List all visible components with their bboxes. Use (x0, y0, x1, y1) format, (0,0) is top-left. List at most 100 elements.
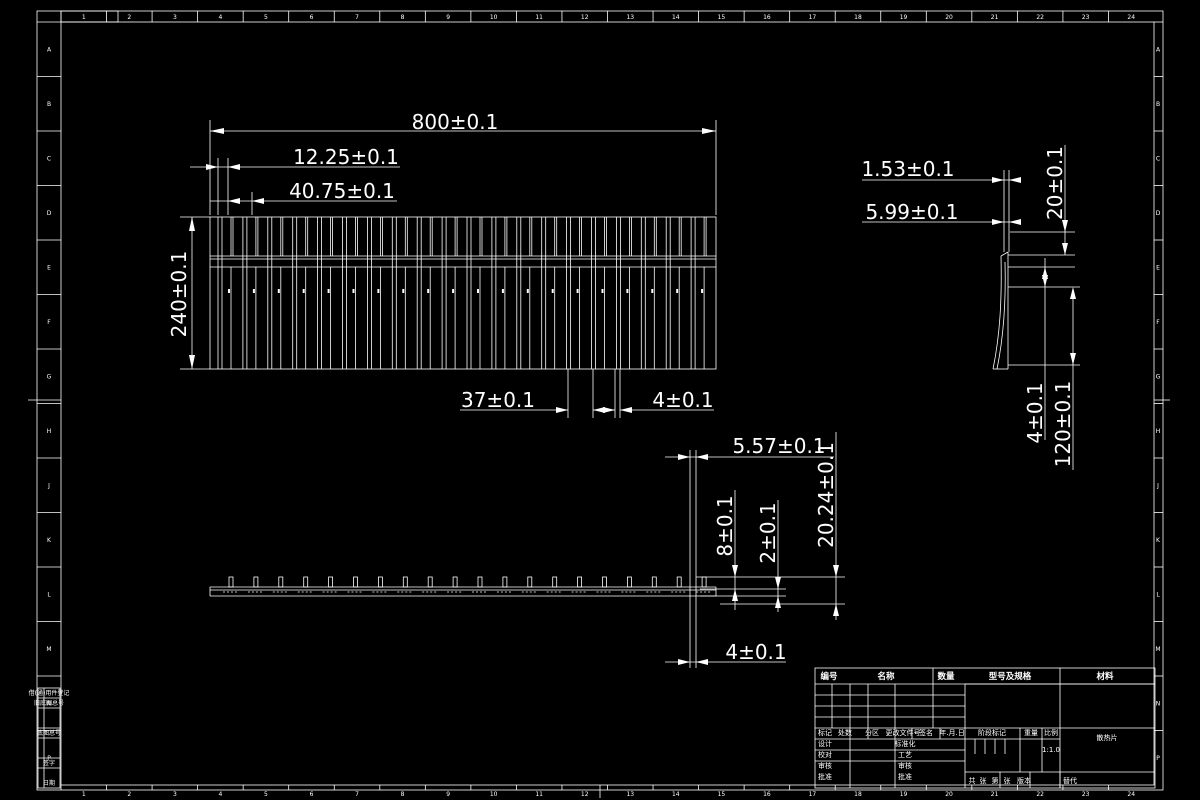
front-view: 800±0.1 12.25±0.1 40.75±0.1 240±0.1 37±0… (167, 110, 717, 418)
left-label-base-no: 底图总号 (37, 729, 61, 737)
border-bottom-label: 8 (401, 791, 405, 798)
tb-header-material: 材料 (1095, 671, 1114, 682)
tb-sheets: 张 (980, 776, 987, 785)
border-top-label: 12 (581, 14, 589, 21)
left-label-sign: 签字 (43, 759, 55, 767)
tb-header-qty: 数量 (937, 671, 955, 682)
bottom-tooth (651, 576, 657, 588)
tb-replace: 替代 (1063, 776, 1077, 785)
bottom-tooth (353, 576, 358, 588)
border-right-label: G (1156, 373, 1161, 380)
border-bottom-label: 20 (945, 791, 953, 798)
border-right-label: M (1155, 646, 1160, 653)
drawing-border (28, 10, 1170, 798)
front-fin-pin (601, 289, 604, 293)
border-bottom-label: 24 (1127, 791, 1135, 798)
bottom-tooth (477, 576, 483, 588)
dim-slot-width: 4±0.1 (652, 388, 713, 412)
left-block: 借(通)用件登记 旧底图总号 底图总号 签字 日期 (29, 687, 70, 789)
front-outline (209, 216, 717, 370)
tb-approve-2: 批准 (898, 772, 912, 781)
border-left-label: G (47, 373, 52, 380)
dim-width: 800±0.1 (412, 110, 499, 134)
border-bottom-label: 23 (1082, 791, 1090, 798)
front-view-arrows (189, 128, 716, 413)
border-top-label: 20 (945, 14, 953, 21)
bottom-dim-3: 8±0.1 (713, 495, 737, 556)
border-left-label: E (47, 264, 51, 271)
bottom-dim-2: 20.24±0.1 (814, 442, 838, 548)
border-top-label: 19 (900, 14, 908, 21)
border-left-label: M (46, 646, 51, 653)
tb-stage-label: 阶段标记 (978, 728, 1006, 737)
border-left-label: B (47, 101, 51, 108)
tb-scale-value: 1:1.0 (1042, 746, 1060, 754)
border-bottom-label: 7 (355, 791, 359, 798)
border-right-label: B (1156, 101, 1160, 108)
bottom-tooth (377, 576, 383, 588)
border-bottom-label: 9 (446, 791, 450, 798)
border-bottom-label: 16 (763, 791, 771, 798)
corner-box (60, 10, 119, 23)
border-left-label: H (47, 428, 52, 435)
bottom-tooth (328, 576, 334, 588)
front-fin-pin (676, 289, 679, 293)
bottom-tooth (602, 576, 607, 588)
front-fin-pin (651, 289, 654, 293)
bottom-tooth (627, 576, 632, 588)
front-fin-pin (501, 289, 504, 293)
bottom-view: 5.57±0.1 20.24±0.1 8±0.1 2±0.1 4±0.1 (209, 432, 845, 668)
border-bottom-label: 18 (854, 791, 862, 798)
border-top-label: 18 (854, 14, 862, 21)
border-top-label: 22 (1036, 14, 1044, 21)
dim-first-pitch: 12.25±0.1 (293, 145, 399, 169)
title-block: 编号 名称 数量 型号及规格 材料 标记 处数 分区 更改文件号 签名 年.月.… (814, 667, 1156, 789)
border-bottom-label: 12 (581, 791, 589, 798)
tb-row-change: 更改文件号 (886, 728, 921, 737)
tb-total: 共 (969, 776, 976, 785)
border-bottom-label: 2 (127, 791, 131, 798)
tb-scale-label: 比例 (1044, 728, 1058, 737)
tb-drawing-name: 散热片 (1097, 733, 1118, 742)
tb-standard: 标准化 (895, 739, 916, 748)
border-right-label: L (1156, 591, 1160, 598)
left-label-borrow: 借(通)用件登记 (29, 689, 70, 697)
border-left-label: N (47, 700, 52, 707)
tb-row-count: 处数 (838, 728, 852, 737)
front-fin-pin (228, 289, 230, 293)
side-dim-2: 5.99±0.1 (865, 200, 958, 224)
border-right-label: D (1156, 210, 1161, 217)
tb-version: 版本 (1017, 776, 1031, 785)
inner-frame (60, 21, 1155, 786)
border-top-label: 2 (127, 14, 131, 21)
front-fin-pin (277, 289, 280, 293)
border-top-label: 9 (446, 14, 450, 21)
side-dim-3: 20±0.1 (1043, 146, 1067, 220)
bottom-tooth (527, 576, 533, 588)
bottom-tooth (502, 576, 508, 588)
bottom-view-dimensions (665, 432, 845, 668)
front-view-geometry (209, 216, 717, 370)
side-dim-1: 1.53±0.1 (861, 157, 954, 181)
bottom-tooth (701, 576, 707, 588)
front-fin-pin (551, 289, 554, 293)
border-top-label: 23 (1082, 14, 1090, 21)
bottom-tooth (228, 576, 234, 588)
border-left-label: F (47, 319, 51, 326)
border-top-label: 21 (991, 14, 999, 21)
border-top-label: 14 (672, 14, 680, 21)
bottom-dim-1: 5.57±0.1 (732, 434, 825, 458)
border-top-label: 10 (490, 14, 498, 21)
left-label-old-no: 旧底图总号 (34, 699, 64, 707)
border-left-label: J (47, 482, 50, 489)
title-block-grid (814, 667, 1156, 789)
bottom-dim-5: 4±0.1 (725, 640, 786, 664)
border-right-label: F (1156, 319, 1160, 326)
front-fin-pin (626, 289, 629, 293)
side-view: 1.53±0.1 5.99±0.1 20±0.1 4±0.1 120±0.1 (861, 145, 1080, 470)
border-right-label: J (1156, 482, 1159, 489)
border-bottom-label: 4 (218, 791, 222, 798)
border-left-label: C (47, 155, 51, 162)
tb-approve: 批准 (818, 772, 832, 781)
front-fin-pin (452, 289, 455, 293)
